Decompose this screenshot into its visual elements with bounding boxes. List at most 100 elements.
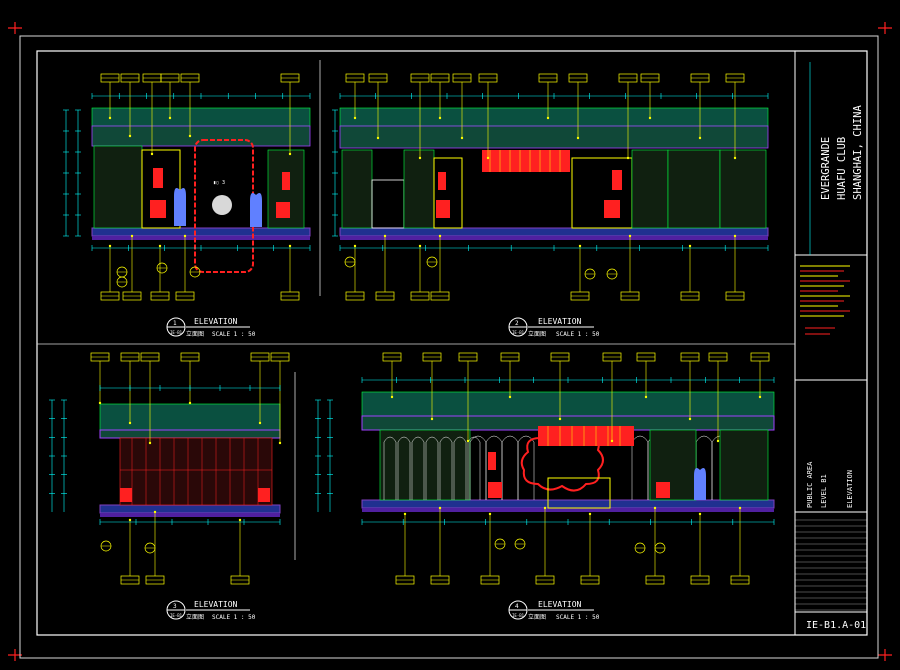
title-level-text: LEVEL B1 (820, 474, 828, 508)
material-tag (478, 73, 498, 160)
material-tag (120, 73, 140, 138)
material-tag (175, 234, 195, 301)
annotation-tags (49, 73, 775, 585)
material-tag (410, 244, 430, 301)
material-tag (618, 73, 638, 160)
elevation-3-label: ELEVATION (194, 600, 238, 609)
material-tag (250, 352, 270, 425)
material-tag (480, 512, 500, 585)
material-tag (725, 73, 745, 160)
panel-grid (120, 438, 272, 505)
dimension-line (361, 519, 775, 525)
elevation-title-2: 2 IE-B1 ELEVATION 立面图 SCALE 1 : 50 (508, 317, 600, 338)
material-tag (430, 73, 450, 120)
dimension-line (315, 399, 321, 512)
elevation-drawing-4 (361, 391, 775, 512)
elevation-2-label: ELEVATION (538, 317, 582, 326)
elevation-2-zh: 立面图 (528, 330, 546, 338)
elevation-title-4: 4 IE-B1 ELEVATION 立面图 SCALE 1 : 50 (508, 600, 600, 621)
dimension-line (63, 109, 69, 237)
material-tag (122, 234, 142, 301)
material-tag (120, 518, 140, 585)
material-tag (640, 73, 660, 120)
dimension-line (339, 245, 769, 251)
sheet-number-text: IE-B1.A-01 (806, 620, 866, 631)
section-bubble (654, 542, 666, 554)
material-tag (538, 73, 558, 120)
material-tag (120, 352, 140, 425)
chandelier-pattern-2 (547, 426, 621, 446)
section-bubble (116, 276, 128, 288)
material-tag (636, 352, 656, 399)
material-tag (280, 244, 300, 301)
material-tag (270, 352, 290, 445)
material-tag (180, 73, 200, 138)
chandelier-pattern (489, 150, 561, 172)
elevation-2-tag: 2 (515, 320, 519, 327)
elevation-drawing-3 (99, 403, 281, 517)
material-tag (430, 506, 450, 585)
dimension-line (75, 109, 81, 237)
material-tag (458, 352, 478, 443)
material-tag (602, 352, 622, 443)
elevation-1-tag: 1 (173, 320, 177, 327)
elevation-title-1: 1 IE-B1 ELEVATION 立面图 SCALE 1 : 50 (166, 317, 256, 338)
material-tag (535, 506, 555, 585)
material-tag (725, 234, 745, 301)
elevation-3-sheet: IE-B1 (170, 613, 183, 618)
arched-panels (383, 435, 729, 500)
material-tag (550, 352, 570, 421)
material-tag (345, 244, 365, 301)
elevation-drawing-1: ▮▯ 3 (91, 107, 311, 273)
section-bubble (514, 538, 526, 550)
material-tag (708, 352, 728, 443)
elevation-3-scale: SCALE 1 : 50 (212, 614, 256, 621)
elevation-4-tag: 4 (515, 603, 519, 610)
material-tag (100, 244, 120, 301)
elevation-3-tag: 3 (173, 603, 177, 610)
elevation-drawing-2 (339, 107, 769, 240)
material-tag (568, 73, 588, 140)
dimension-line (99, 385, 281, 391)
dimension-line (49, 399, 55, 512)
elevation-1-sheet: IE-B1 (170, 330, 183, 335)
material-tag (500, 352, 520, 399)
material-tag (395, 512, 415, 585)
material-tag (150, 244, 170, 301)
material-tag (680, 244, 700, 301)
section-bubble (189, 266, 201, 278)
material-tag (160, 73, 180, 120)
material-tag (100, 73, 120, 120)
material-tag (580, 512, 600, 585)
dimension-line (339, 93, 769, 99)
elevation-1-label: ELEVATION (194, 317, 238, 326)
title-block-rows (795, 519, 867, 611)
section-bubble (116, 266, 128, 278)
material-tag (452, 73, 472, 140)
section-bubble (494, 538, 506, 550)
section-bubble (144, 542, 156, 554)
svg-text:▮▯ 3: ▮▯ 3 (213, 180, 225, 186)
section-bubble (606, 268, 618, 280)
material-tag (750, 352, 770, 399)
elevation-2-scale: SCALE 1 : 50 (556, 331, 600, 338)
panel-dividers (37, 60, 795, 560)
material-tag (410, 73, 430, 160)
section-bubble (156, 262, 168, 274)
section-bubble (344, 256, 356, 268)
elevation-4-scale: SCALE 1 : 50 (556, 614, 600, 621)
elevation-4-zh: 立面图 (528, 613, 546, 621)
elevation-1-scale: SCALE 1 : 50 (212, 331, 256, 338)
material-tag (730, 506, 750, 585)
section-bubble (100, 540, 112, 552)
dimension-line (361, 377, 775, 383)
material-tag (570, 244, 590, 301)
section-bubble (584, 268, 596, 280)
material-tag (430, 234, 450, 301)
material-tag (375, 234, 395, 301)
dimension-line (99, 519, 281, 525)
dimension-line (91, 93, 311, 99)
material-tag (680, 352, 700, 421)
title-public-area-text: PUBLIC AREA (806, 461, 814, 508)
